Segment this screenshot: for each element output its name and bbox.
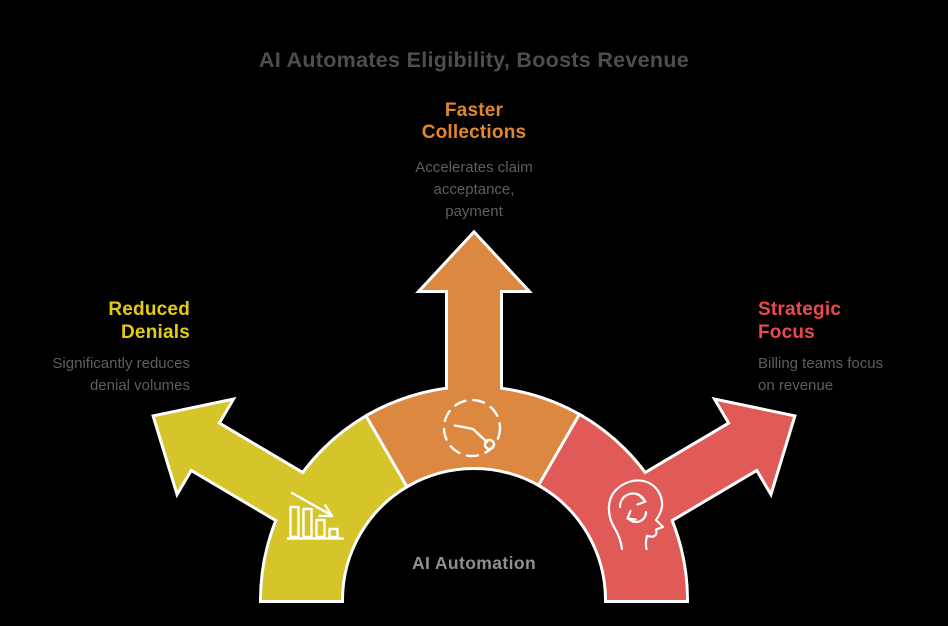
right-branch-arm [536,396,797,603]
declining-bar-chart-icon [286,491,345,540]
top-arc-segment [368,387,580,485]
top-branch-heading: Faster Collections [421,100,527,143]
page-title: AI Automates Eligibility, Boosts Revenue [258,48,690,72]
head-refresh-icon [607,479,665,551]
left-branch-description: Significantly reduces denial volumes [52,355,190,394]
right-branch-description: Billing teams focus on revenue [758,355,884,394]
right-arrow [584,401,793,556]
stopwatch-clock-icon [442,398,502,458]
center-label: AI Automation [411,553,537,573]
left-branch-heading: Reduced Denials [108,299,190,343]
top-arrow [422,234,526,430]
top-branch-description: Accelerates claim acceptance, payment [415,159,533,220]
top-branch-arm [363,229,585,489]
right-branch-heading: Strategic Focus [758,299,842,343]
left-branch-arm [151,396,412,603]
